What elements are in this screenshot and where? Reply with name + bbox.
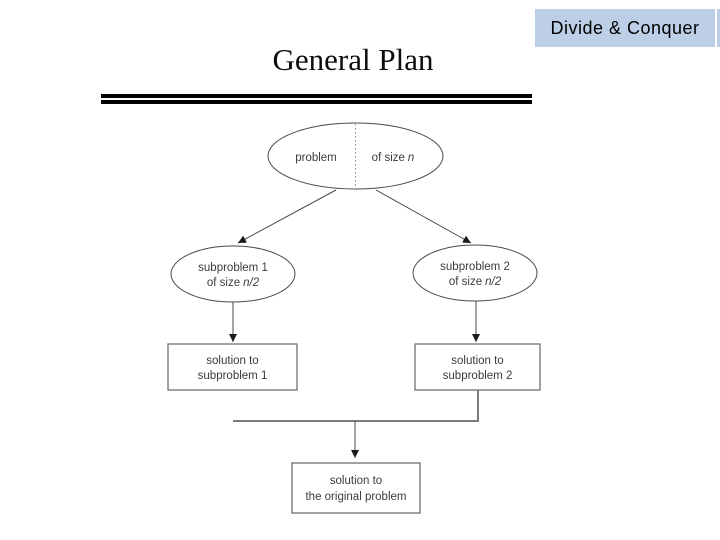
- problem-label: problem: [295, 152, 337, 164]
- solution2-line1: solution to: [451, 355, 503, 367]
- subproblem1-label: subproblem 1: [198, 262, 268, 274]
- solution1-box: [167, 343, 298, 391]
- solution2-line2: subproblem 2: [443, 370, 513, 382]
- page-title: General Plan: [272, 42, 434, 77]
- title-underline-rule: [101, 94, 532, 104]
- solution1-line2: subproblem 1: [198, 370, 268, 382]
- final-solution-box: [291, 462, 421, 514]
- course-corner-tag: Divide & Conquer: [535, 9, 715, 47]
- course-corner-tag-sliver: [717, 9, 720, 47]
- divide-arrow-right: [375, 189, 472, 244]
- solution2-box: [414, 343, 541, 391]
- final-solution-line2: the original problem: [305, 491, 406, 503]
- final-solution-line1: solution to: [330, 475, 382, 487]
- merge-connector-line: [233, 390, 479, 422]
- subproblem2-label: subproblem 2: [440, 261, 510, 273]
- subproblem2-ellipse: [412, 244, 538, 302]
- subproblem1-ellipse: [170, 245, 296, 303]
- solution1-line1: solution to: [206, 355, 258, 367]
- divide-arrow-left: [237, 189, 337, 244]
